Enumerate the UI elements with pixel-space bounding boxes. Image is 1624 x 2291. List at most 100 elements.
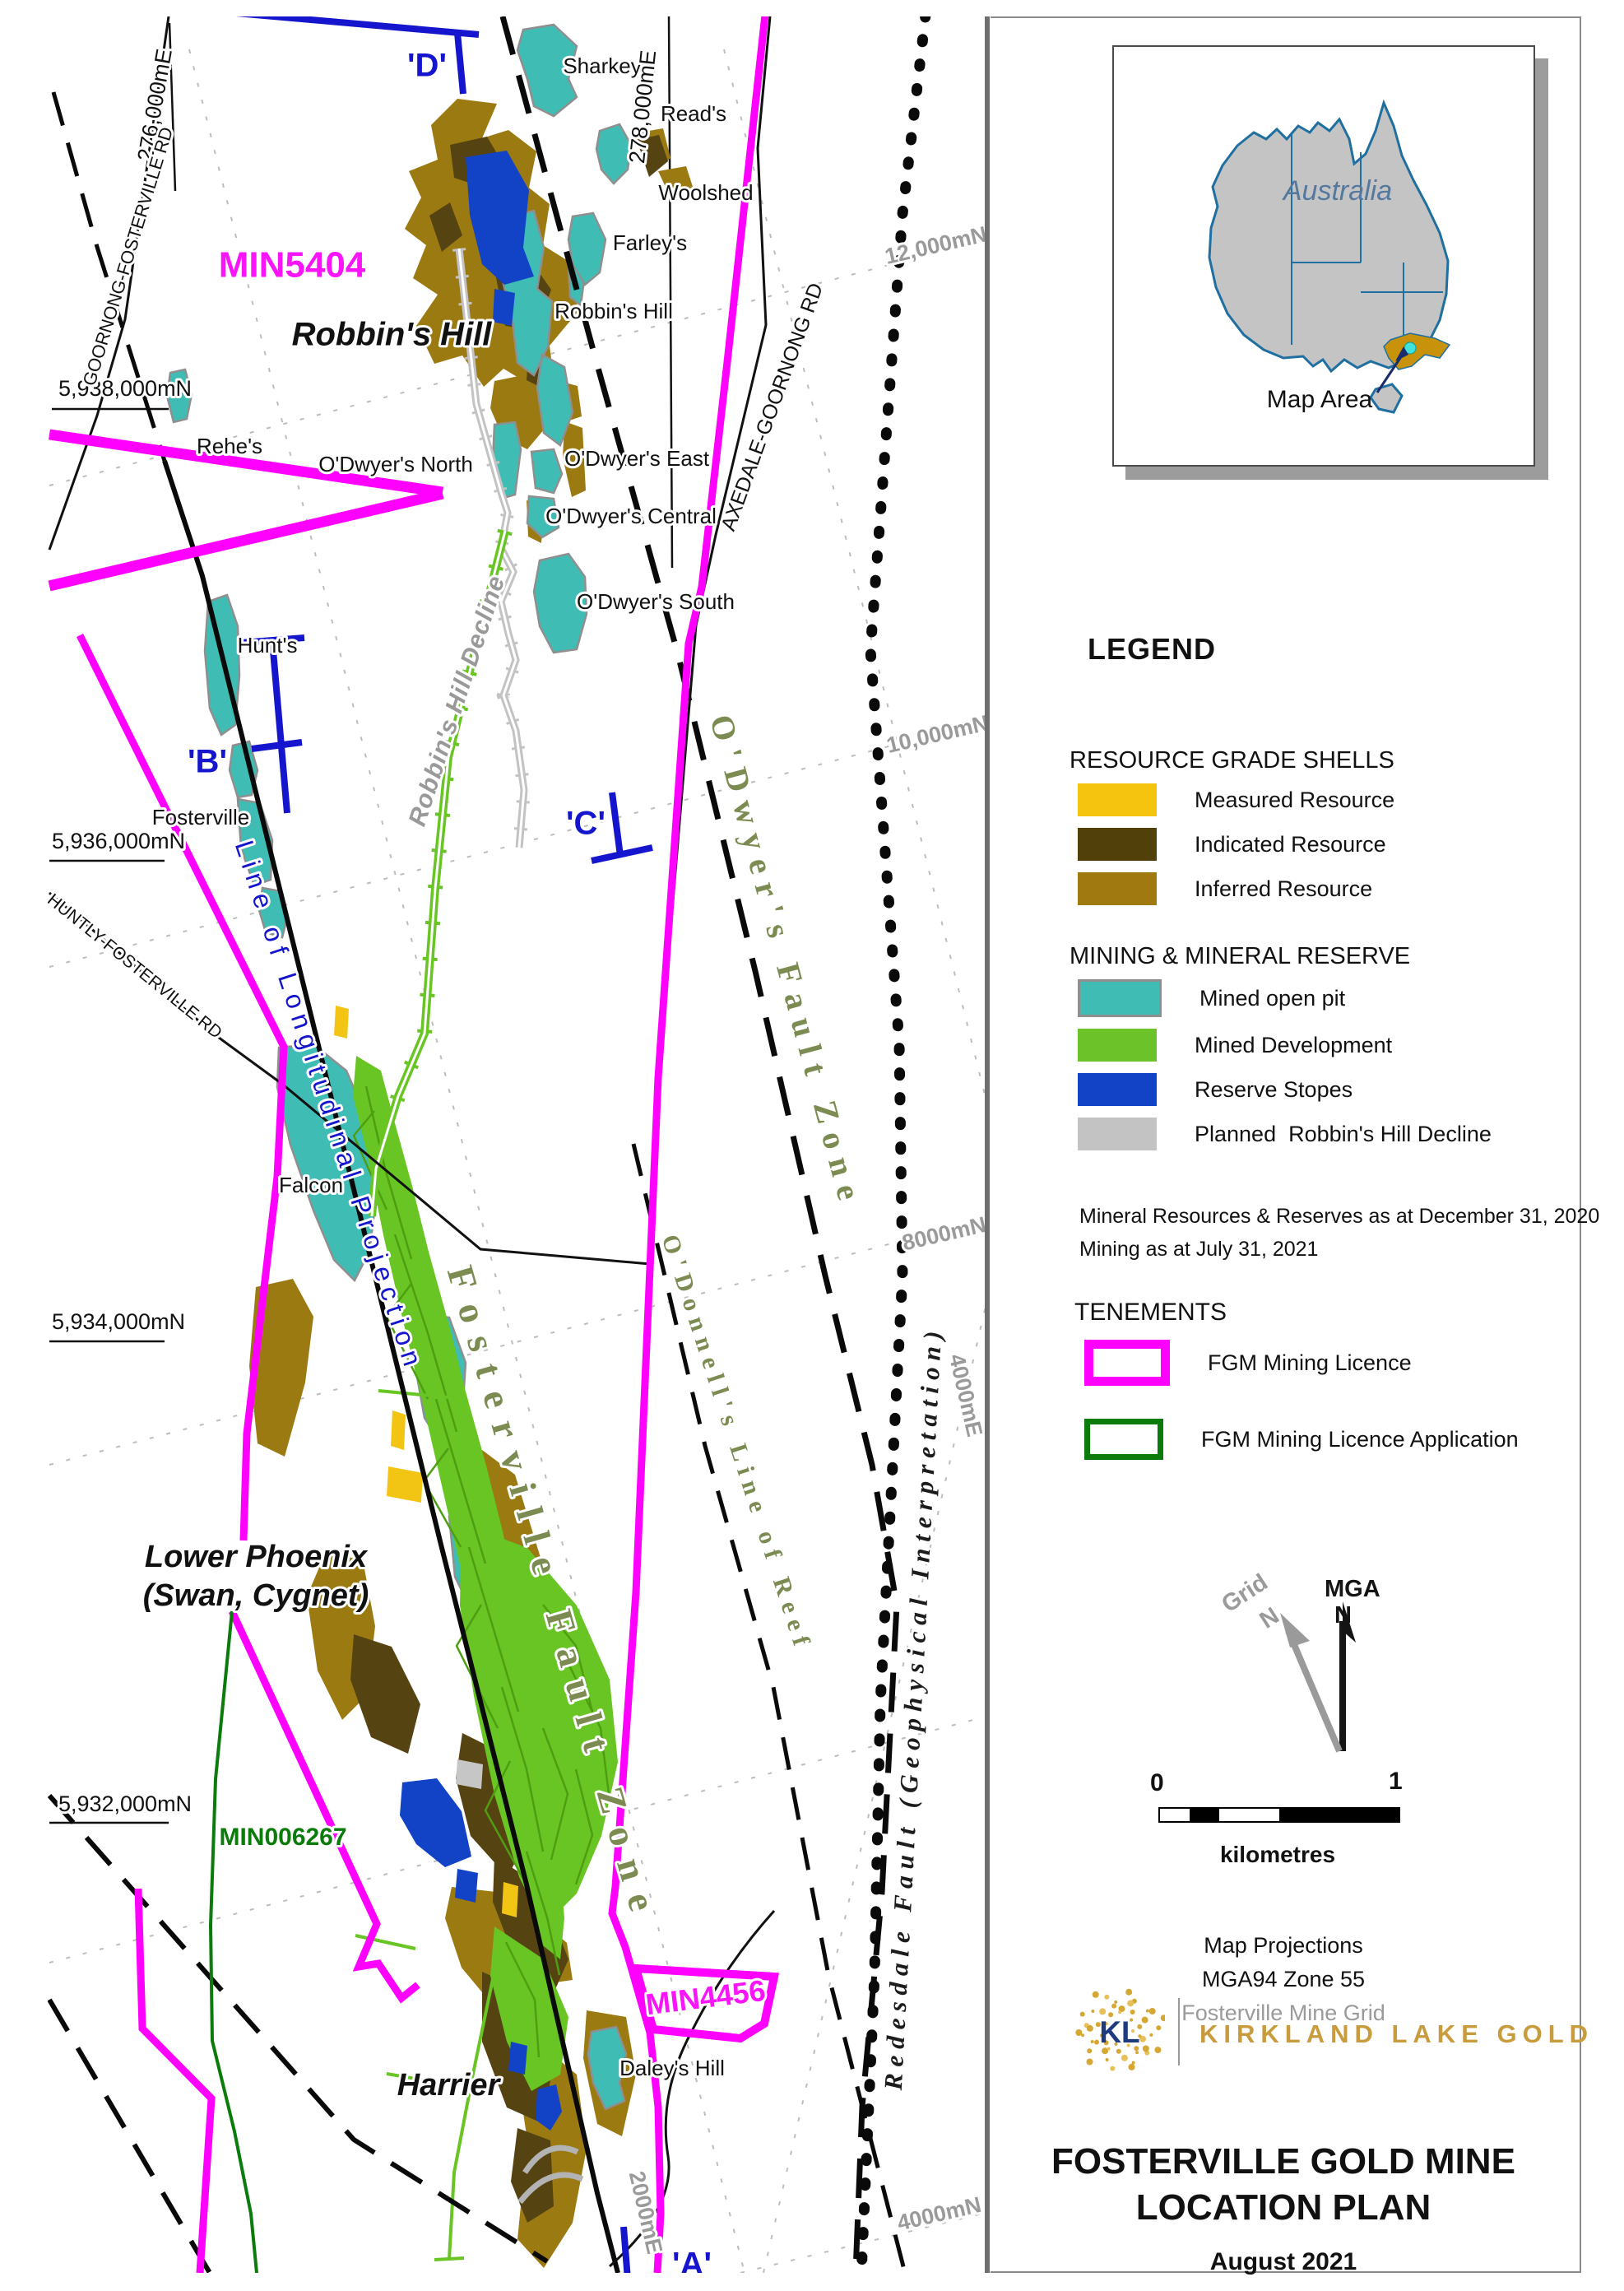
map-label-c: 'C'	[566, 806, 606, 842]
starburst-dot	[1156, 2025, 1162, 2031]
kl-logo: KL	[1075, 1988, 1165, 2071]
starburst-dot	[1125, 1988, 1133, 1996]
map-label-fosterville: Fosterville	[152, 805, 249, 830]
reserve-swatch	[1078, 1073, 1157, 1106]
company-name: KIRKLAND LAKE GOLD	[1199, 2019, 1594, 2048]
starburst-dot	[1141, 2016, 1148, 2024]
resource-heading: RESOURCE GRADE SHELLS	[1070, 747, 1394, 774]
starburst-dot	[1086, 2024, 1093, 2032]
map-label-d: 'D'	[407, 48, 447, 84]
kl-monogram: KL	[1099, 2015, 1139, 2049]
resource-swatch	[1078, 828, 1157, 861]
axedale-goornong-rd-line	[657, 16, 772, 1079]
map-label-robbin-s-hill: Robbin's Hill	[292, 317, 493, 353]
starburst-dot	[1105, 2058, 1109, 2061]
starburst-dot	[1134, 2046, 1139, 2052]
resource-item-measured-resource: Measured Resource	[1078, 783, 1394, 816]
fgm-mining-licence-boundaries	[48, 16, 780, 2273]
starburst-dot	[1092, 1991, 1099, 1998]
map-label-swan-cygnet: (Swan, Cygnet)	[143, 1578, 369, 1613]
starburst-dot	[1145, 2009, 1149, 2013]
scale-unit: kilometres	[1219, 1842, 1336, 1867]
starburst-dot	[1118, 2005, 1125, 2013]
map-label-farley-s: Farley's	[613, 230, 687, 255]
planned-gray-features	[456, 1759, 584, 2205]
projection-line-1: Map Projections	[1204, 1933, 1363, 1958]
planned-robbins-hill-decline-line	[452, 248, 531, 848]
starburst-dot	[1131, 2029, 1134, 2033]
odonnells-line-of-reef-line	[631, 1143, 907, 2273]
tenement-label: FGM Mining Licence	[1208, 1350, 1412, 1375]
map-title-line1: FOSTERVILLE GOLD MINE	[1051, 2141, 1515, 2182]
starburst-dot	[1127, 2000, 1134, 2007]
reserve-label: Mined Development	[1195, 1032, 1393, 1057]
starburst-dot	[1137, 2024, 1143, 2029]
map-label-falcon: Falcon	[279, 1173, 343, 1197]
projection-line-3: Fosterville Mine Grid	[1181, 2001, 1385, 2025]
mga-north-letter: N	[1334, 1602, 1352, 1629]
section-marker-b	[240, 634, 305, 814]
grid-north-letter: N	[1255, 1602, 1284, 1633]
map-label-daley-s-hill: Daley's Hill	[619, 2056, 725, 2080]
reserve-item-planned-robbin-s-hill-decline: Planned Robbin's Hill Decline	[1078, 1118, 1492, 1150]
map-area-label: Map Area	[1267, 386, 1373, 413]
map-label-woolshed: Woolshed	[658, 180, 753, 205]
projection-line-2: MGA94 Zone 55	[1201, 1967, 1366, 1991]
map-label-o-dwyer-s-north: O'Dwyer's North	[318, 452, 473, 476]
mga-grid-marks	[49, 16, 674, 1824]
mga-north-arrowhead	[1343, 1601, 1356, 1643]
reserve-swatch	[1078, 1029, 1157, 1062]
section-marker-c	[591, 792, 653, 864]
map-label-5-934-000mn: 5,934,000mN	[52, 1309, 185, 1334]
starburst-dot	[1111, 2003, 1117, 2009]
fosterville-fault-line	[162, 460, 620, 2273]
starburst-dot	[1095, 2022, 1101, 2028]
grid-north-arrow	[1285, 1629, 1343, 1753]
map-label-5-938-000mn: 5,938,000mN	[58, 376, 192, 401]
starburst-dot	[1160, 2014, 1165, 2022]
resource-label: Inferred Resource	[1195, 876, 1373, 901]
starburst-dot	[1135, 2051, 1139, 2055]
tenement-item-fgm-mining-licence: FGM Mining Licence	[1084, 1340, 1519, 1386]
map-label-a: 'A'	[672, 2247, 712, 2273]
starburst-dot	[1154, 2047, 1162, 2054]
starburst-dot	[1114, 2000, 1118, 2004]
map-label-o-dwyer-s-central: O'Dwyer's Central	[545, 504, 717, 528]
starburst-dot	[1138, 2034, 1142, 2038]
map-label-min5404: MIN5404	[219, 245, 366, 286]
reserve-stopes	[400, 151, 562, 2131]
section-marker-d	[235, 16, 480, 95]
resource-item-inferred-resource: Inferred Resource	[1078, 872, 1394, 905]
map-label-harrier: Harrier	[397, 2068, 502, 2103]
starburst-dot	[1126, 2043, 1130, 2047]
min4456-boundary	[630, 1963, 780, 2043]
map-label-read-s: Read's	[661, 101, 726, 126]
starburst-dot	[1108, 2012, 1114, 2018]
map-label-sharkey-s: Sharkey's	[563, 53, 656, 78]
mined-development-workings	[352, 1056, 618, 2261]
starburst-dot	[1103, 2040, 1109, 2046]
reserve-label: Planned Robbin's Hill Decline	[1195, 1121, 1492, 1146]
tenement-label: FGM Mining Licence Application	[1201, 1426, 1519, 1452]
starburst-dot	[1104, 2022, 1108, 2026]
reserve-label: Reserve Stopes	[1195, 1076, 1353, 1102]
goornong-fosterville-rd-line	[48, 16, 170, 551]
map-label-b: 'B'	[188, 744, 227, 780]
grid-north-arrowhead	[1280, 1613, 1310, 1647]
section-marker-a	[620, 2226, 631, 2273]
note-line-1: Mineral Resources & Reserves as at Decem…	[1079, 1205, 1600, 1228]
scale-seg	[1279, 1809, 1399, 1821]
australia-mainland	[1208, 99, 1450, 374]
fgm-licence-application-boundary	[208, 1610, 258, 2273]
huntly-fosterville-rd-line	[49, 891, 284, 1086]
resource-swatch	[1078, 783, 1157, 816]
reserve-swatch	[1078, 979, 1162, 1017]
starburst-dot	[1118, 2010, 1122, 2014]
mga-label: MGA	[1325, 1576, 1380, 1602]
scale-seg	[1190, 1809, 1219, 1821]
starburst-dot	[1130, 2018, 1134, 2022]
starburst-dot	[1121, 2054, 1128, 2061]
reserve-item-reserve-stopes: Reserve Stopes	[1078, 1073, 1492, 1106]
